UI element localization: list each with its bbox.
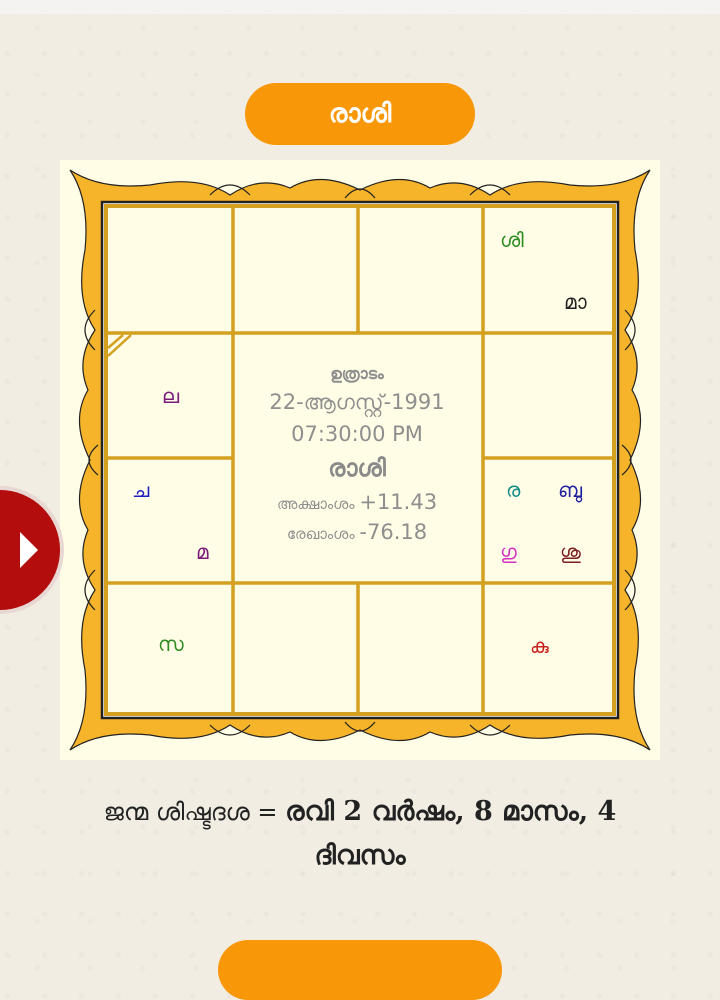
longitude-row: രേഖാംശം -76.18 xyxy=(234,520,480,544)
chart-title: രാശി xyxy=(328,454,386,482)
latitude-value: +11.43 xyxy=(359,490,438,514)
chart-frame xyxy=(60,160,660,760)
longitude-label: രേഖാംശം xyxy=(286,525,355,543)
planet-mars: മാ xyxy=(564,290,587,314)
planet-mandi: മ xyxy=(196,540,209,564)
planet-guru: ഗു xyxy=(500,540,517,564)
rasi-chart: ശി മാ ല ച മ സ ര ബു ഗു ശു കു ഉത്രാടം 22-ആ… xyxy=(60,160,660,760)
janma-dasha-text: ജന്മ ശിഷ്ടദശ = രവി 2 വർഷം, 8 മാസം, 4 ദിവ… xyxy=(30,790,690,878)
planet-rahu: ര xyxy=(506,478,521,502)
birth-date: 22-ആഗസ്റ്റ്-1991 xyxy=(269,390,445,414)
longitude-value: -76.18 xyxy=(359,520,428,544)
latitude-row: അക്ഷാംശം +11.43 xyxy=(234,490,480,514)
planet-budha: ബു xyxy=(558,478,583,502)
side-play-button[interactable] xyxy=(0,478,74,622)
dasha-prefix: ജന്മ ശിഷ്ടദശ = xyxy=(103,798,278,826)
play-arrow-icon xyxy=(20,532,38,568)
next-section-button[interactable] xyxy=(218,940,502,1000)
status-bar xyxy=(0,0,720,14)
dasha-value-line1: രവി 2 വർഷം, 8 മാസം, 4 xyxy=(285,796,617,827)
planet-sun: സ xyxy=(158,632,184,656)
birth-time: 07:30:00 PM xyxy=(291,422,423,446)
latitude-label: അക്ഷാംശം xyxy=(276,495,355,513)
rasi-tab-button[interactable]: രാശി xyxy=(245,83,475,145)
planet-sani: ശി xyxy=(500,228,524,252)
nakshatra-label: ഉത്രാടം xyxy=(330,364,384,383)
planet-moon: ച xyxy=(132,478,150,502)
dasha-value-line2: ദിവസം xyxy=(314,840,406,871)
planet-sukra: ശു xyxy=(560,540,581,564)
planet-lagna: ല xyxy=(162,384,180,408)
planet-ketu: കു xyxy=(530,634,549,658)
chart-center-info: ഉത്രാടം 22-ആഗസ്റ്റ്-1991 07:30:00 PM രാശ… xyxy=(234,334,480,580)
